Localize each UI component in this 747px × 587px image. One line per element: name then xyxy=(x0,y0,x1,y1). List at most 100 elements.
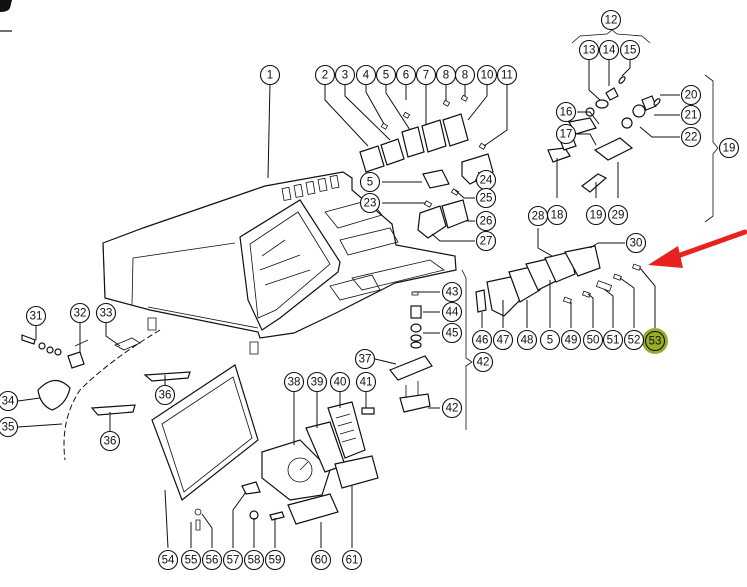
callout-43: 43 xyxy=(441,281,463,303)
callout-circle xyxy=(341,549,363,571)
callout-circle xyxy=(154,384,176,406)
callout-number: 59 xyxy=(269,555,282,567)
mounting-hardware xyxy=(389,291,433,413)
callout-circle xyxy=(607,204,629,226)
callout-number: 24 xyxy=(480,175,493,187)
callout-number: 52 xyxy=(628,335,641,347)
callout-23: 23 xyxy=(359,192,381,214)
callout-31: 31 xyxy=(25,305,47,327)
callout-circle xyxy=(680,84,702,106)
callout-45: 45 xyxy=(441,322,463,344)
callout-46: 46 xyxy=(471,329,493,351)
callout-35: 35 xyxy=(0,416,19,438)
callout-circle xyxy=(560,329,582,351)
callout-number: 42 xyxy=(477,357,490,369)
callout-number: 11 xyxy=(501,70,513,82)
callout-number: 43 xyxy=(446,287,459,299)
callout-circle xyxy=(25,305,47,327)
callout-51: 51 xyxy=(602,329,624,351)
callout-16: 16 xyxy=(555,101,577,123)
callout-circle xyxy=(395,64,417,86)
callout-circle xyxy=(585,204,607,226)
callout-number: 19 xyxy=(590,210,603,222)
callout-47: 47 xyxy=(492,329,514,351)
red-arrow-indicator xyxy=(648,229,747,268)
callout-5: 5 xyxy=(375,64,397,86)
callout-circle xyxy=(415,64,437,86)
callout-circle xyxy=(516,329,538,351)
callout-circle xyxy=(314,64,336,86)
callout-number: 55 xyxy=(185,555,198,567)
callout-number: 48 xyxy=(521,335,534,347)
callout-number: 6 xyxy=(403,70,409,82)
callout-60: 60 xyxy=(310,549,332,571)
callout-number: 41 xyxy=(360,377,373,389)
callout-20: 20 xyxy=(680,84,702,106)
callout-number: 46 xyxy=(476,335,489,347)
callout-number: 58 xyxy=(248,555,261,567)
callout-number: 25 xyxy=(480,193,493,205)
callout-22: 22 xyxy=(680,126,702,148)
callout-34: 34 xyxy=(0,390,19,412)
instrument-bezel-frame xyxy=(151,364,259,531)
callout-number: 49 xyxy=(565,335,578,347)
callout-28: 28 xyxy=(527,205,549,227)
callout-circle xyxy=(310,549,332,571)
rocker-switch-row-lower xyxy=(475,245,641,317)
callout-32: 32 xyxy=(69,302,91,324)
callout-number: 22 xyxy=(685,132,698,144)
callout-circle xyxy=(441,322,463,344)
callout-number: 38 xyxy=(288,377,301,389)
callout-4: 4 xyxy=(355,64,377,86)
callout-number: 27 xyxy=(480,236,493,248)
callout-circle xyxy=(306,371,328,393)
callout-number: 3 xyxy=(342,70,348,82)
callout-number: 37 xyxy=(359,354,372,366)
callout-circle xyxy=(441,281,463,303)
callout-24: 24 xyxy=(475,169,497,191)
callout-number: 2 xyxy=(322,70,328,82)
callout-number: 17 xyxy=(560,129,573,141)
rocker-switch-row-top xyxy=(359,94,487,173)
callout-number: 35 xyxy=(2,422,15,434)
callout-circle xyxy=(680,104,702,126)
callout-number: 1 xyxy=(267,70,273,82)
callout-circle xyxy=(598,39,620,61)
callout-21: 21 xyxy=(680,104,702,126)
callout-14: 14 xyxy=(598,39,620,61)
callout-circle xyxy=(539,329,561,351)
callout-13: 13 xyxy=(578,39,600,61)
callout-circle xyxy=(555,123,577,145)
callout-number: 32 xyxy=(74,308,87,320)
callout-number: 4 xyxy=(363,70,370,82)
callout-circle xyxy=(441,301,463,323)
callout-number: 10 xyxy=(481,70,494,82)
callout-circle xyxy=(0,390,19,412)
callout-circle xyxy=(259,64,281,86)
callout-number: 53 xyxy=(649,336,662,348)
corner-mark xyxy=(0,0,12,12)
callout-circle xyxy=(329,371,351,393)
callout-1: 1 xyxy=(259,64,281,86)
callout-39: 39 xyxy=(306,371,328,393)
callout-circle xyxy=(283,371,305,393)
wiring-and-fasteners xyxy=(21,329,191,461)
callout-59: 59 xyxy=(264,549,286,571)
callout-number: 36 xyxy=(159,390,172,402)
callout-52: 52 xyxy=(623,329,645,351)
callout-7: 7 xyxy=(415,64,437,86)
callout-30: 30 xyxy=(625,232,647,254)
callout-17: 17 xyxy=(555,123,577,145)
callout-number: 21 xyxy=(685,110,698,122)
callout-37: 37 xyxy=(354,348,376,370)
callout-circle xyxy=(355,64,377,86)
callout-19: 19 xyxy=(585,204,607,226)
callout-33: 33 xyxy=(95,302,117,324)
callout-circle xyxy=(222,549,244,571)
callout-50: 50 xyxy=(582,329,604,351)
callout-circle xyxy=(625,232,647,254)
callout-57: 57 xyxy=(222,549,244,571)
callout-44: 44 xyxy=(441,301,463,323)
callout-number: 31 xyxy=(30,311,43,323)
callout-number: 56 xyxy=(206,555,219,567)
